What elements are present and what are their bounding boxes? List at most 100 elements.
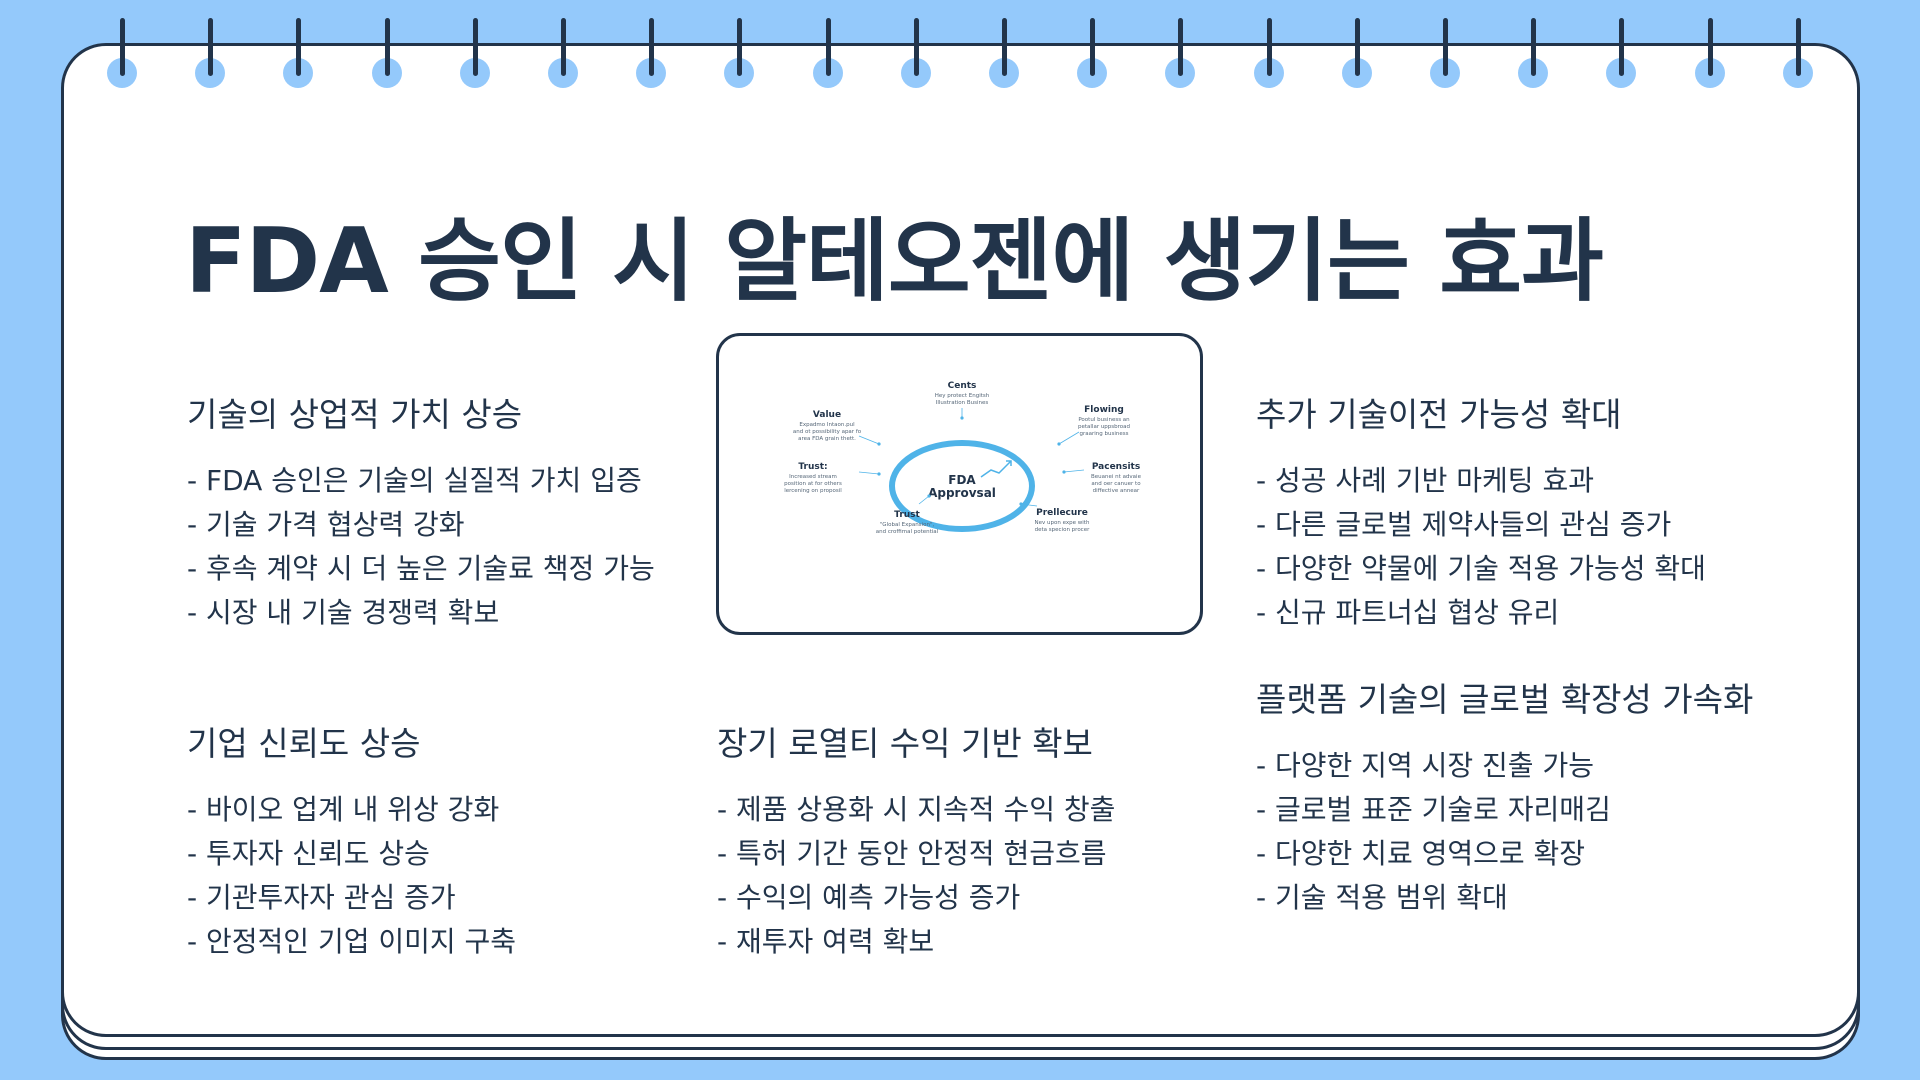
ring-wire	[825, 18, 831, 76]
section-global-expansion: 플랫폼 기술의 글로벌 확장성 가속화 - 다양한 지역 시장 진출 가능 - …	[1256, 678, 1776, 920]
binding-ring	[459, 18, 490, 88]
binding-ring	[1518, 18, 1549, 88]
connector-line	[858, 471, 880, 475]
ring-wire	[1266, 18, 1272, 76]
binding-ring	[1430, 18, 1460, 88]
connector-line	[858, 435, 880, 445]
list-item: - 다양한 치료 영역으로 확장	[1256, 837, 1586, 870]
ring-wire	[120, 18, 125, 76]
node-caption: lercening on proposil	[784, 488, 842, 494]
ring-wire	[1090, 18, 1096, 76]
list-item: - 안정적인 기업 이미지 구축	[187, 925, 517, 958]
ring-wire	[649, 18, 655, 76]
ring-wire	[913, 18, 919, 76]
binding-ring	[900, 18, 931, 88]
node-caption: and croffimal potential	[876, 529, 939, 535]
node-caption: diffective annear	[1093, 488, 1140, 494]
list-item: - 재투자 여력 확보	[717, 925, 935, 958]
binding-ring	[1782, 18, 1813, 88]
binding-ring	[724, 18, 755, 88]
list-item: - 시장 내 기술 경쟁력 확보	[187, 596, 500, 629]
section-heading: 플랫폼 기술의 글로벌 확장성 가속화	[1256, 680, 1754, 719]
ring-wire	[1795, 18, 1801, 76]
list-item: - 특허 기간 동안 안정적 현금흐름	[717, 837, 1107, 870]
list-item: - 신규 파트너십 협상 유리	[1256, 596, 1560, 629]
binding-ring	[1606, 18, 1637, 88]
connector-dot	[1019, 502, 1023, 506]
ring-wire	[737, 18, 743, 76]
center-ring	[889, 440, 1035, 532]
list-item: - 제품 상용화 시 지속적 수익 창출	[717, 793, 1116, 826]
ring-wire	[208, 18, 214, 76]
node-caption: area FDA grain thett.	[798, 436, 856, 442]
connector-dot	[1057, 442, 1061, 446]
connector-line	[918, 495, 930, 505]
binding-ring	[107, 18, 137, 88]
ring-wire	[384, 18, 390, 76]
binding-ring	[371, 18, 402, 88]
node-caption: Pootul business an	[1078, 417, 1130, 423]
ring-wire	[296, 18, 302, 76]
binding-ring	[1077, 18, 1108, 88]
list-item: - 후속 계약 시 더 높은 기술료 책정 가능	[187, 552, 655, 585]
section-commercial-value: 기술의 상업적 가치 상승 - FDA 승인은 기술의 실질적 가치 입증 - …	[187, 393, 677, 635]
binding-ring	[195, 18, 226, 88]
node-caption: graaring business	[1080, 431, 1129, 437]
node-caption: Hey protect Engitsh	[935, 393, 990, 399]
binding-ring	[812, 18, 843, 88]
node-label: Pacensits	[1092, 462, 1140, 472]
ring-wire	[1619, 18, 1625, 76]
ring-wire	[1531, 18, 1537, 76]
center-label-line-1: FDA	[948, 473, 976, 487]
node-caption: and oer canuer to	[1091, 481, 1141, 487]
bullet-list: - 바이오 업계 내 위상 강화 - 투자자 신뢰도 상승 - 기관투자자 관심…	[187, 788, 677, 964]
connector-line	[1063, 469, 1085, 473]
bullet-list: - 다양한 지역 시장 진출 가능 - 글로벌 표준 기술로 자리매김 - 다양…	[1256, 744, 1776, 920]
trend-line-icon	[980, 460, 1012, 478]
list-item: - 바이오 업계 내 위상 강화	[187, 793, 500, 826]
binding-ring	[636, 18, 667, 88]
section-royalty-revenue: 장기 로열티 수익 기반 확보 - 제품 상용화 시 지속적 수익 창출 - 특…	[717, 722, 1197, 964]
node-caption: petallar uppsbroad	[1078, 424, 1130, 430]
list-item: - 글로벌 표준 기술로 자리매김	[1256, 793, 1611, 826]
binding-ring	[1165, 18, 1196, 88]
node-caption: Nev upon expe with	[1035, 520, 1090, 526]
connector-dot	[877, 472, 881, 476]
node-label: Prellecure	[1036, 508, 1088, 518]
ring-wire	[472, 18, 478, 76]
connector-dot	[960, 416, 964, 420]
ring-wire	[561, 18, 566, 76]
node-caption: Expadmo Intaon.pul	[799, 422, 855, 428]
connector-line	[1058, 431, 1080, 445]
bullet-list: - 제품 상용화 시 지속적 수익 창출 - 특허 기간 동안 안정적 현금흐름…	[717, 788, 1197, 964]
page-title: FDA 승인 시 알테오젠에 생기는 효과	[185, 209, 1604, 314]
ring-wire	[1707, 18, 1713, 76]
section-heading: 기업 신뢰도 상승	[187, 724, 421, 763]
binding-ring	[1253, 18, 1284, 88]
bullet-list: - FDA 승인은 기술의 실질적 가치 입증 - 기술 가격 협상력 강화 -…	[187, 459, 677, 635]
connector-dot	[1062, 470, 1066, 474]
node-caption: deta specion procer	[1035, 527, 1090, 533]
list-item: - FDA 승인은 기술의 실질적 가치 입증	[187, 464, 642, 497]
section-heading: 추가 기술이전 가능성 확대	[1256, 395, 1622, 434]
node-caption: "Global Expansion",	[880, 522, 935, 528]
section-tech-transfer: 추가 기술이전 가능성 확대 - 성공 사례 기반 마케팅 효과 - 다른 글로…	[1256, 393, 1776, 635]
section-heading: 기술의 상업적 가치 상승	[187, 395, 523, 434]
node-label: Cents	[948, 381, 977, 391]
list-item: - 다양한 지역 시장 진출 가능	[1256, 749, 1594, 782]
trend-arrow-icon	[1006, 460, 1012, 466]
binding-ring	[989, 18, 1019, 88]
node-label: Flowing	[1084, 405, 1124, 415]
list-item: - 기관투자자 관심 증가	[187, 881, 456, 914]
section-corporate-trust: 기업 신뢰도 상승 - 바이오 업계 내 위상 강화 - 투자자 신뢰도 상승 …	[187, 722, 677, 964]
connector-line	[1020, 503, 1038, 507]
ring-wire	[1178, 18, 1184, 76]
bullet-list: - 성공 사례 기반 마케팅 효과 - 다른 글로벌 제약사들의 관심 증가 -…	[1256, 459, 1776, 635]
node-label: Value	[813, 410, 841, 420]
list-item: - 투자자 신뢰도 상승	[187, 837, 430, 870]
center-label-line-2: Approvsal	[928, 486, 996, 500]
section-heading: 장기 로열티 수익 기반 확보	[717, 724, 1093, 763]
connector-dot	[877, 442, 881, 446]
list-item: - 기술 적용 범위 확대	[1256, 881, 1508, 914]
